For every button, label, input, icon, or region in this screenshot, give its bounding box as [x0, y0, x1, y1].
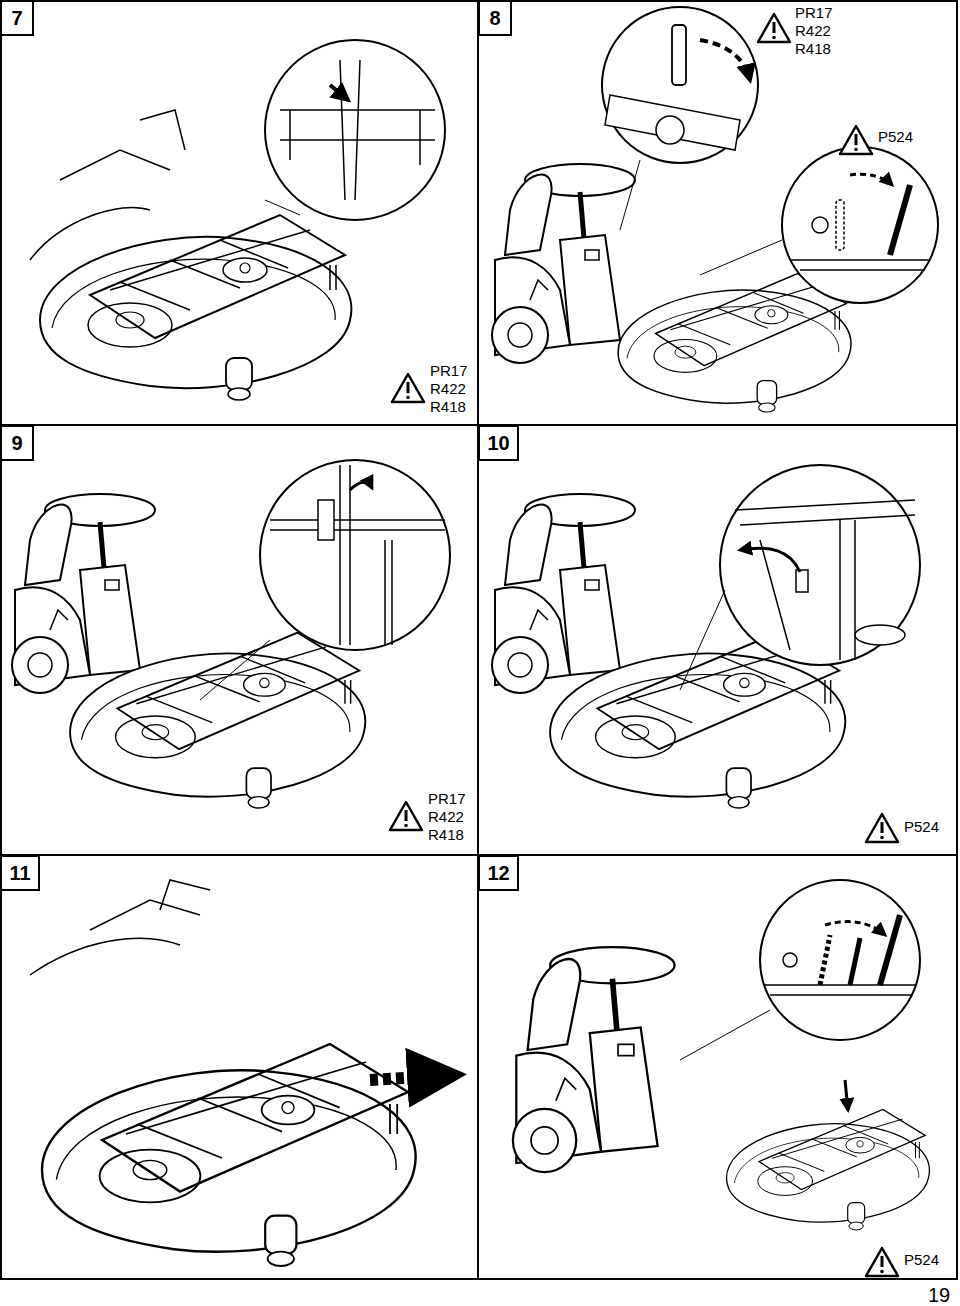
- panel-number: 8: [487, 6, 503, 30]
- panel-number-box: 10: [478, 425, 519, 461]
- panel-number-box: 11: [0, 855, 40, 891]
- model-label: PR17 R422 R418: [430, 362, 468, 416]
- panel-number-box: 9: [0, 425, 34, 461]
- model-label: PR17 R422 R418: [795, 4, 833, 58]
- panel-number: 7: [9, 6, 25, 30]
- panel-number: 11: [9, 861, 31, 885]
- model-label: P524: [904, 1251, 939, 1269]
- panel-number-box: 7: [0, 0, 34, 36]
- panel-number-box: 8: [478, 0, 512, 36]
- panel-number: 10: [487, 431, 510, 455]
- panel-number: 12: [487, 861, 510, 885]
- page-number: 19: [928, 1283, 950, 1306]
- panel-number: 9: [9, 431, 25, 455]
- model-label: P524: [904, 818, 939, 836]
- model-label: P524: [878, 128, 913, 146]
- model-label: PR17 R422 R418: [428, 790, 466, 844]
- panel-number-box: 12: [478, 855, 519, 891]
